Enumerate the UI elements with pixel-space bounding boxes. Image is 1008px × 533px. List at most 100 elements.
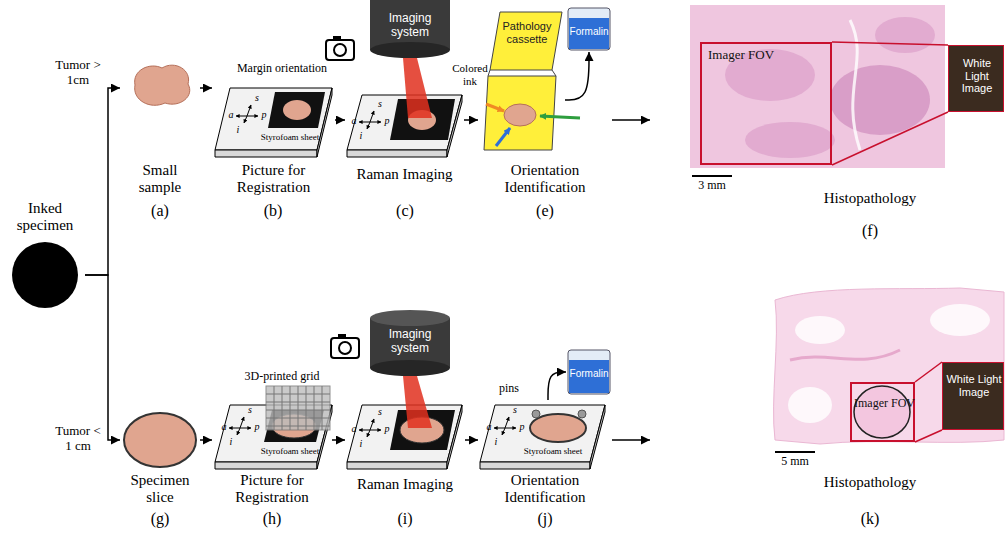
formalin-beaker: Formalin <box>566 346 612 396</box>
flow-arrow <box>565 52 589 100</box>
cassette-hinge <box>552 70 556 76</box>
axis-letter: a <box>220 421 228 433</box>
node-text: Raman Imaging <box>347 476 463 493</box>
node-text: Small sample <box>122 162 198 197</box>
panel-letter: (j) <box>525 510 565 528</box>
flow-arrow <box>200 87 212 89</box>
node-text: Histopathology <box>800 190 940 207</box>
specimen-slice <box>124 413 196 467</box>
flow-arrow <box>332 439 345 441</box>
annotation: pins <box>494 382 524 396</box>
cassette-lid <box>490 12 562 70</box>
axis-letter: a <box>485 421 493 433</box>
laser-beam <box>403 376 432 428</box>
styrofoam-sheet-side <box>590 405 605 469</box>
flow-arrow <box>85 88 120 275</box>
node-text: Formalin <box>566 26 612 38</box>
imaging-system: Imaging system <box>370 318 450 376</box>
annotation: 3D-printed grid <box>232 370 332 384</box>
axis-letter: i <box>492 436 500 448</box>
axis-arrow <box>502 428 505 435</box>
styrofoam-sheet <box>347 95 462 150</box>
tissue-region <box>930 304 990 336</box>
branch-label: Tumor < 1 cm <box>52 424 104 454</box>
axis-letter: i <box>234 124 242 136</box>
axis-letter: p <box>518 421 526 433</box>
axis-letter: i <box>227 436 235 448</box>
axis-letter: i <box>357 438 365 450</box>
pin <box>578 410 586 418</box>
scale-bar <box>692 175 732 177</box>
axis-arrow <box>505 428 516 429</box>
axis-arrow <box>359 122 370 123</box>
axis-arrow <box>370 111 374 122</box>
step-node: Raman Imaging (c) Imaging system <box>345 0 464 225</box>
node-text: Imaging system <box>372 12 448 40</box>
scale-bar <box>775 451 815 453</box>
tissue-sample <box>283 100 311 120</box>
node-text: Imaging system <box>372 328 448 356</box>
tumor-outline <box>854 386 910 438</box>
pin <box>532 410 540 418</box>
camera-lens <box>334 44 346 56</box>
tissue-region <box>788 387 832 423</box>
node-text: Raman Imaging <box>347 166 462 183</box>
camera-icon <box>326 40 354 60</box>
specimen-node: Inked specimen <box>5 198 85 312</box>
panel-letter: (b) <box>253 202 293 220</box>
node-text: White Light Image <box>951 57 1003 95</box>
panel-letter: (c) <box>385 202 425 220</box>
axis-arrow <box>240 417 244 428</box>
fov-box: Imager FOV <box>850 382 915 442</box>
axis-letter: s <box>376 98 384 110</box>
step-node: Raman Imaging(i)Imaging system <box>345 318 465 533</box>
zoom-line <box>832 112 948 165</box>
node-text: Picture for Registration <box>213 472 331 507</box>
axis-arrow <box>229 428 240 429</box>
axis-arrow <box>244 116 247 123</box>
flow-arrow <box>200 439 212 441</box>
ink-arrow <box>496 128 510 146</box>
node-text: Orientation Identification <box>490 472 600 507</box>
node-text: Specimen slice <box>120 472 200 507</box>
node-text: Imager FOV <box>708 48 818 63</box>
tissue-streak <box>850 20 860 150</box>
step-node: Specimen slice(g) <box>120 398 200 533</box>
flow-arrow <box>335 119 345 121</box>
panel-letter: (f) <box>850 222 890 240</box>
styrofoam-sheet <box>215 88 332 150</box>
axis-letter: s <box>246 404 254 416</box>
cassette-base <box>484 76 556 150</box>
tissue-streak <box>790 350 900 360</box>
axis-arrow <box>236 116 247 117</box>
ink-arrow <box>540 116 580 118</box>
axis-arrow <box>505 417 509 428</box>
zoom-line <box>915 362 942 382</box>
tissue-region <box>795 316 845 344</box>
flow-arrow <box>464 119 478 121</box>
camera-icon <box>331 338 359 358</box>
tissue-region <box>875 17 935 53</box>
zoom-line <box>915 430 942 442</box>
axis-arrow <box>240 428 251 429</box>
black-pad <box>268 92 325 128</box>
printed-grid <box>266 386 330 430</box>
histology-section <box>774 288 1004 444</box>
axis-letter: s <box>376 406 384 418</box>
panel-letter: (e) <box>525 202 565 220</box>
tissue-region <box>745 122 835 158</box>
branch-label: Tumor > 1cm <box>52 58 104 88</box>
styrofoam-sheet-edge <box>215 462 317 469</box>
node-text: White Light Image <box>945 373 1003 398</box>
sheet-label: Styrofoam sheet <box>515 446 591 456</box>
axis-arrow <box>494 428 505 429</box>
styrofoam-sheet-edge <box>480 462 590 469</box>
axis-arrow <box>370 122 381 123</box>
styrofoam-sheet-edge <box>347 150 447 157</box>
histology-section <box>690 5 945 168</box>
step-node: Histopathology(k)Imager FOVWhite Light I… <box>650 280 1005 533</box>
annotation: Colored ink <box>450 62 490 87</box>
